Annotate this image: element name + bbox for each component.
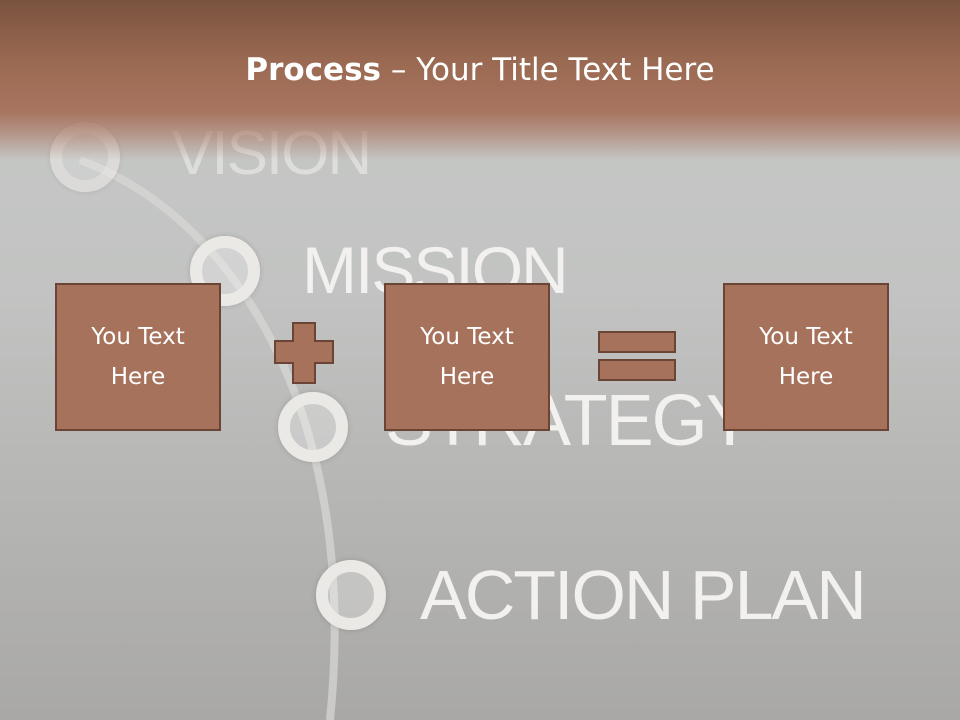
text-box-2[interactable]: You Text Here — [384, 283, 550, 431]
title-band — [0, 0, 960, 160]
action-plan-ring — [316, 560, 386, 630]
slide-title: Process – Your Title Text Here — [0, 52, 960, 88]
text-box-1[interactable]: You Text Here — [55, 283, 221, 431]
text-box-3[interactable]: You Text Here — [723, 283, 889, 431]
title-rest: – Your Title Text Here — [381, 52, 715, 88]
title-bold: Process — [245, 52, 381, 88]
action-plan-word: ACTION PLAN — [420, 556, 867, 634]
text-box-2-label: You Text Here — [420, 324, 514, 390]
text-box-3-label: You Text Here — [759, 324, 853, 390]
strategy-ring — [278, 392, 348, 462]
text-box-1-label: You Text Here — [91, 324, 185, 390]
